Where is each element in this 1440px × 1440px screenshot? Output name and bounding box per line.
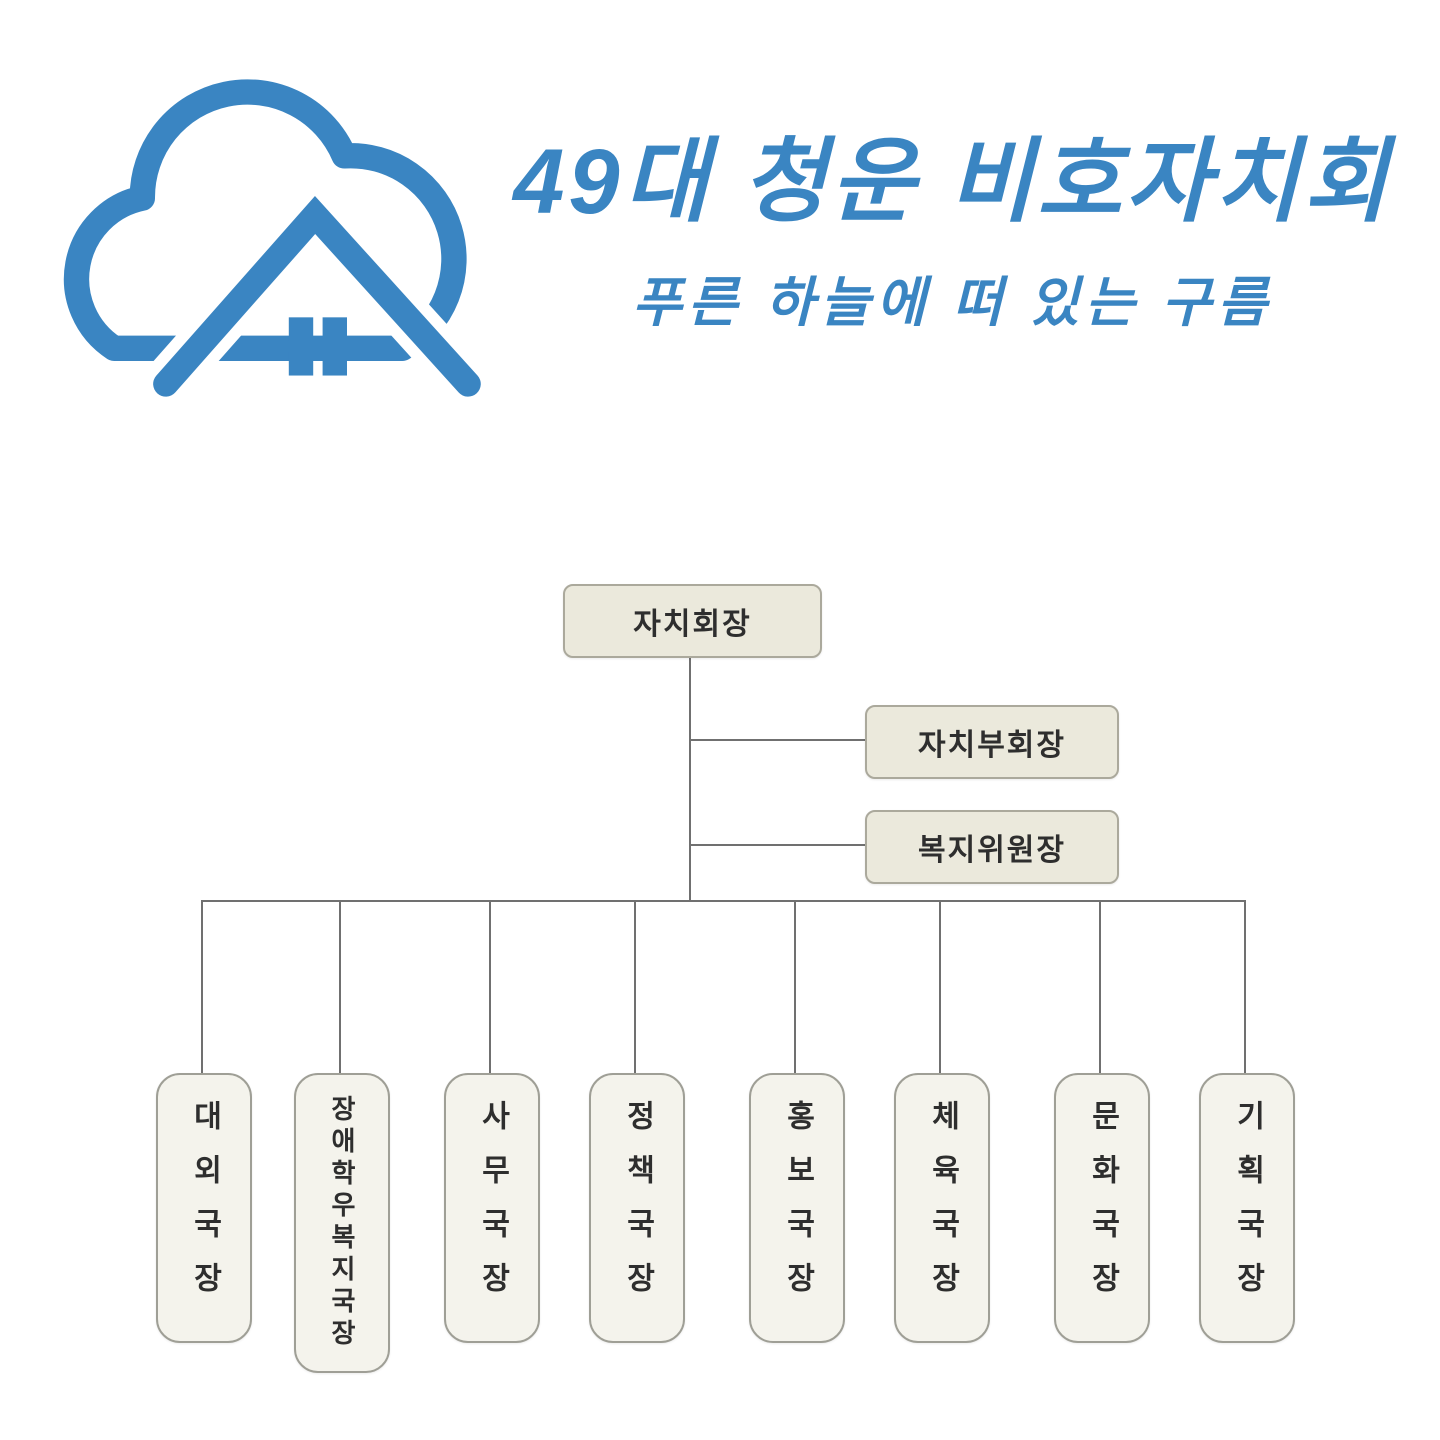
connector-main-horizontal xyxy=(201,900,1245,902)
org-box-department-sports: 체육국장 xyxy=(894,1073,990,1343)
org-box-department-planning: 기획국장 xyxy=(1199,1073,1295,1343)
page-title: 49대 청운 비호자치회 xyxy=(513,131,1392,233)
org-box-president: 자치회장 xyxy=(563,584,822,658)
org-box-department-label: 기획국장 xyxy=(1231,1100,1264,1316)
org-box-vice-president: 자치부회장 xyxy=(865,705,1119,779)
connector-drop-3 xyxy=(489,900,491,1073)
connector-drop-2 xyxy=(339,900,341,1073)
org-box-department-culture: 문화국장 xyxy=(1054,1073,1150,1343)
org-box-president-label: 자치회장 xyxy=(633,608,752,641)
cloud-house-logo-icon xyxy=(63,79,487,401)
window-icon xyxy=(288,317,347,376)
connector-drop-6 xyxy=(939,900,941,1073)
connector-drop-7 xyxy=(1099,900,1101,1073)
connector-drop-8 xyxy=(1244,900,1246,1073)
connector-drop-4 xyxy=(634,900,636,1073)
org-box-welfare-chair-label: 복지위원장 xyxy=(918,834,1066,867)
org-box-department-external: 대외국장 xyxy=(156,1073,252,1343)
org-box-department-label: 대외국장 xyxy=(188,1100,221,1316)
header: 49대 청운 비호자치회 푸른 하늘에 떠 있는 구름 xyxy=(495,130,1410,337)
org-box-department-office: 사무국장 xyxy=(444,1073,540,1343)
page-subtitle: 푸른 하늘에 떠 있는 구름 xyxy=(632,272,1273,333)
connector-drop-5 xyxy=(794,900,796,1073)
org-box-department-label: 정책국장 xyxy=(621,1100,654,1316)
logo xyxy=(25,15,487,405)
connector-vice-branch xyxy=(689,739,866,741)
org-box-department-label: 장애학우복지국장 xyxy=(327,1095,357,1351)
org-box-department-label: 홍보국장 xyxy=(781,1100,814,1316)
connector-welfare-branch xyxy=(689,844,866,846)
org-box-department-pr: 홍보국장 xyxy=(749,1073,845,1343)
org-box-department-disabled-welfare: 장애학우복지국장 xyxy=(294,1073,390,1373)
org-box-vice-president-label: 자치부회장 xyxy=(918,729,1066,762)
connector-president-drop xyxy=(689,654,691,901)
org-box-department-label: 체육국장 xyxy=(926,1100,959,1316)
org-box-department-policy: 정책국장 xyxy=(589,1073,685,1343)
org-box-department-label: 사무국장 xyxy=(476,1100,509,1316)
connector-drop-1 xyxy=(201,900,203,1073)
org-box-department-label: 문화국장 xyxy=(1086,1100,1119,1316)
org-box-welfare-chair: 복지위원장 xyxy=(865,810,1119,884)
